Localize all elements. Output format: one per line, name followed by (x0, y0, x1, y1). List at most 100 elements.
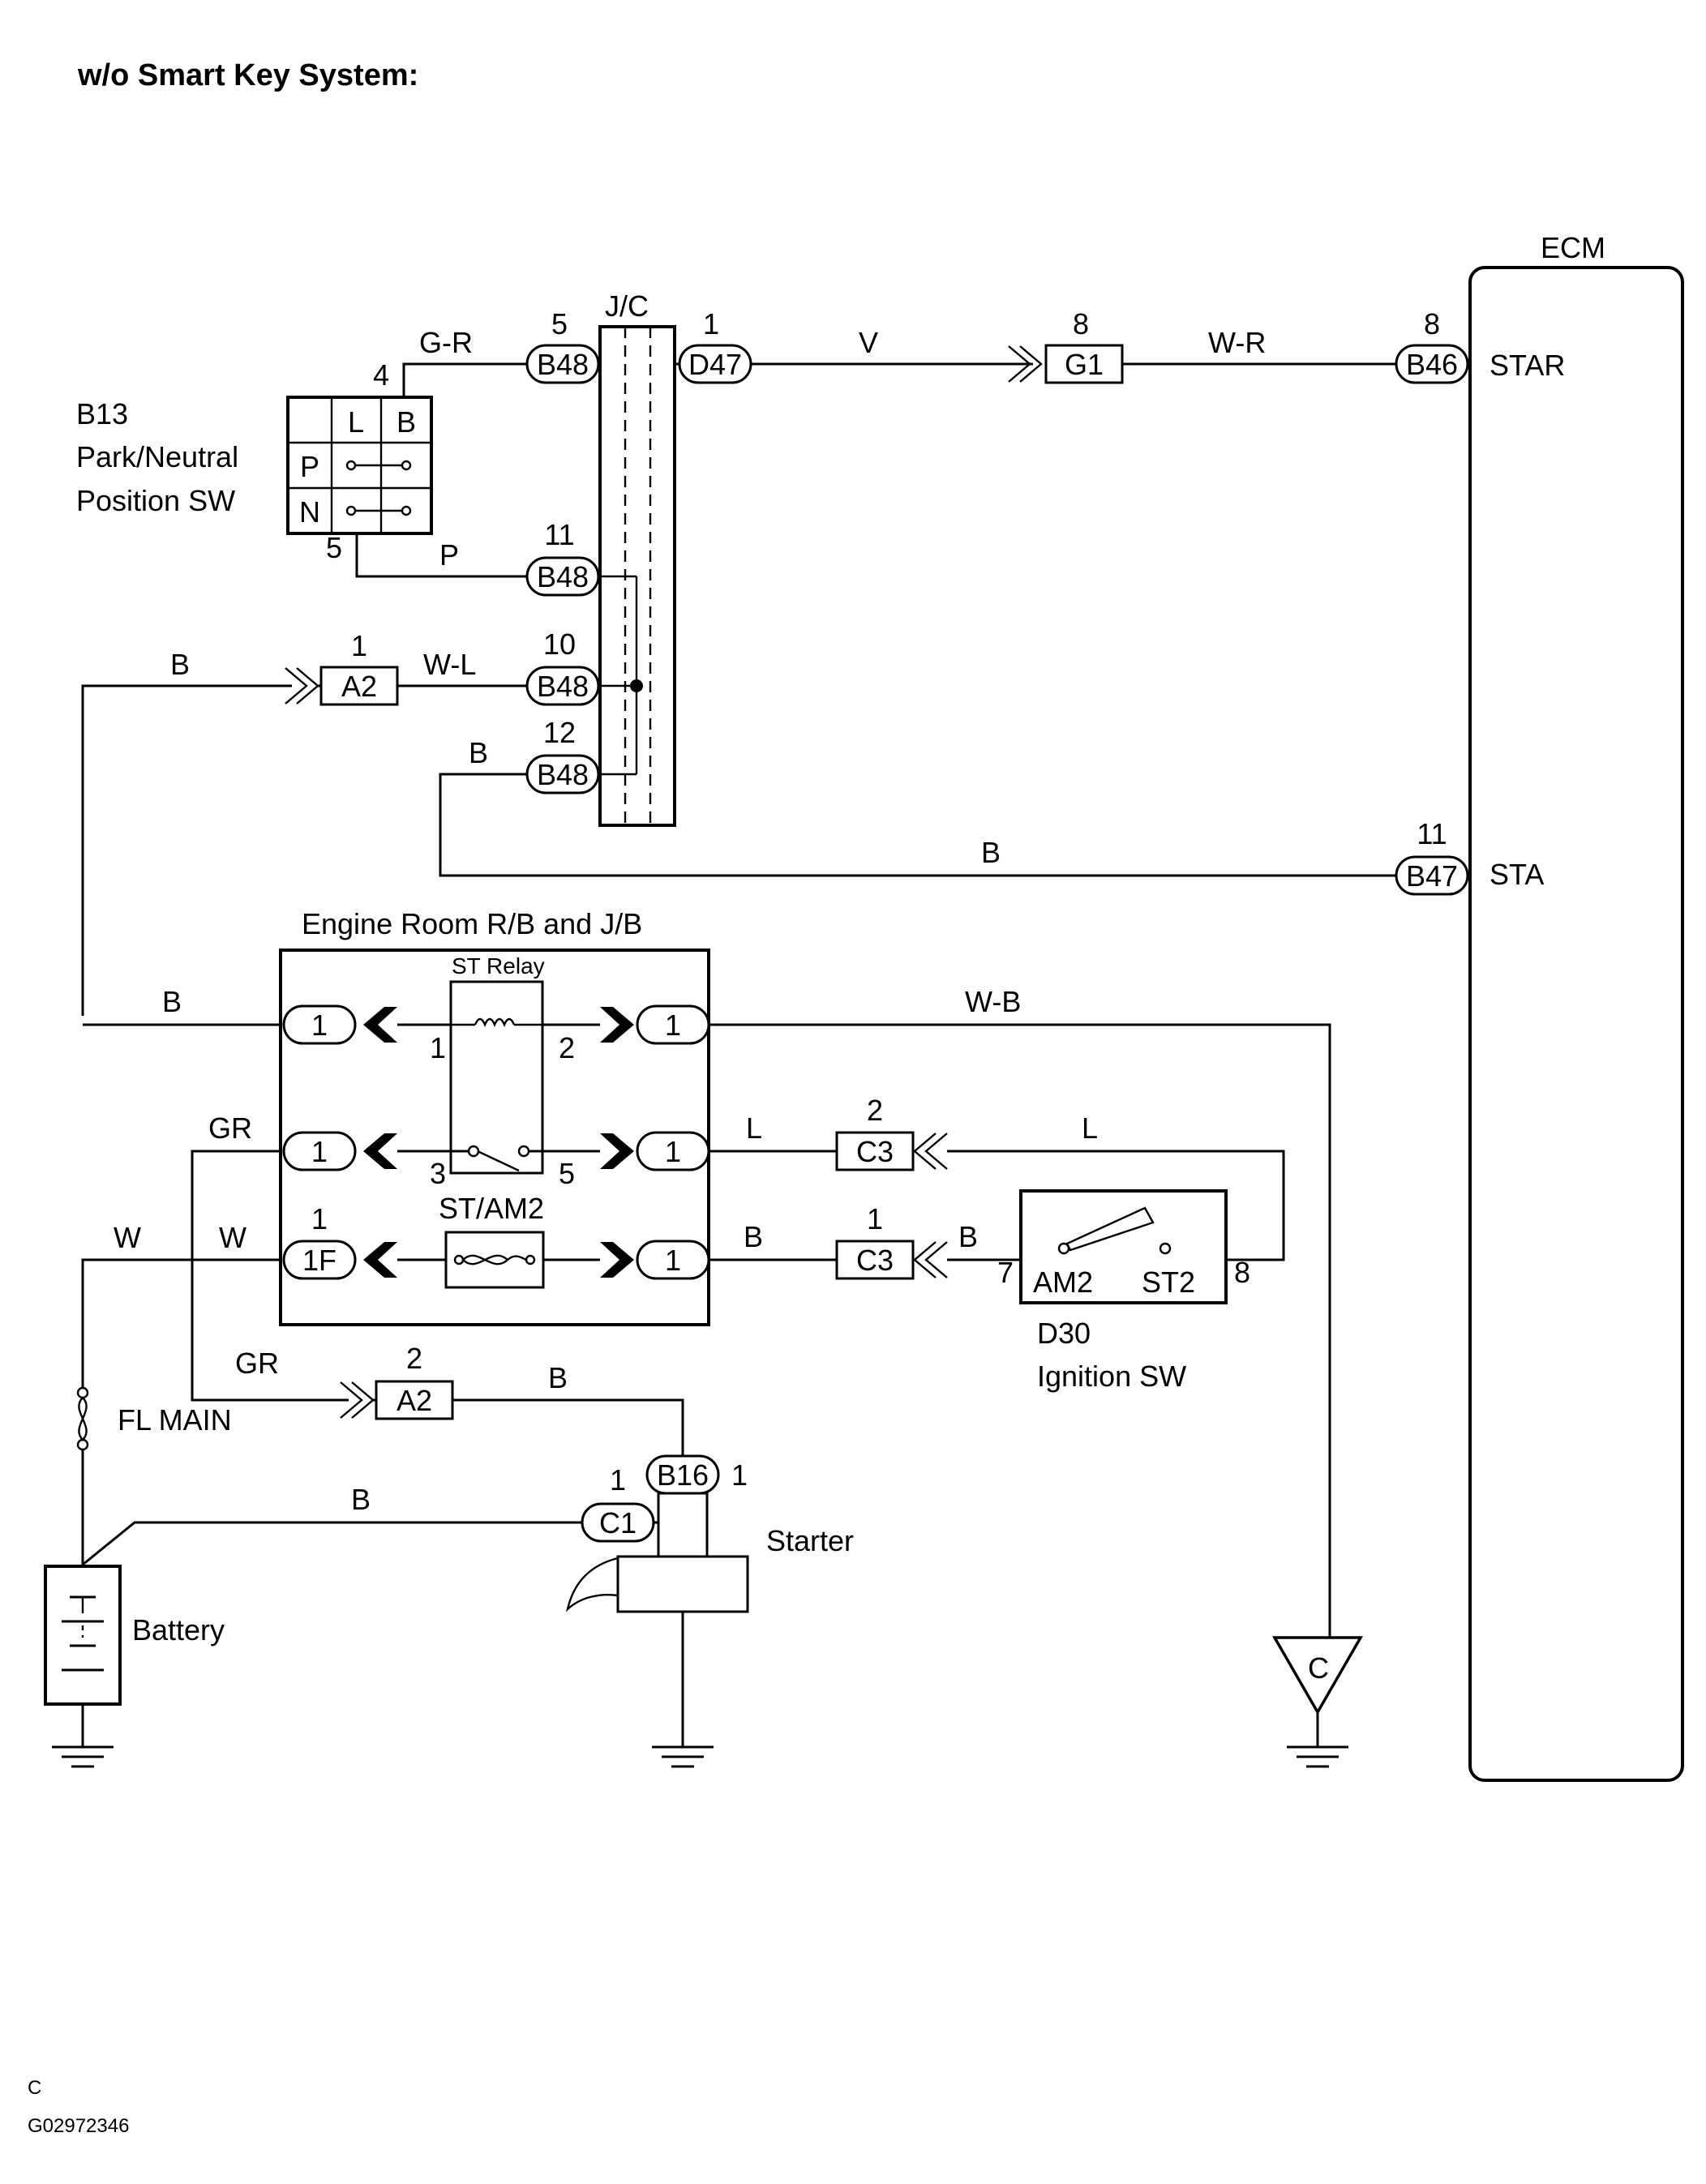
ecm-terminal-star: STAR (1490, 349, 1565, 382)
st-am2-fuse-box (444, 1231, 545, 1289)
wire-color-b-sta: B (981, 836, 1001, 869)
starter-pinion-icon (565, 1557, 619, 1612)
connector-b48-pin11-number: 11 (544, 518, 574, 551)
connector-b47-code: B47 (1406, 859, 1458, 893)
relay-pin-1: 1 (430, 1031, 446, 1064)
ecm-box (1468, 266, 1684, 1782)
connector-b16-code: B16 (657, 1458, 709, 1492)
starter-pin-left: 1 (610, 1463, 626, 1497)
connector-a2-pin1-number: 1 (351, 629, 367, 662)
diagram-title: w/o Smart Key System: (77, 58, 418, 92)
erb-arrow-3-left (363, 1242, 397, 1278)
starter-ground-icon (652, 1745, 714, 1768)
wire-color-b-c3: B (744, 1220, 763, 1253)
wire-color-w-b: W-B (965, 985, 1021, 1018)
ignition-pin-7: 7 (997, 1256, 1014, 1289)
erb-connector-2-right-code: 1 (665, 1135, 681, 1168)
ignition-switch-icon (1065, 1206, 1155, 1252)
battery-label: Battery (132, 1613, 225, 1647)
fl-main-label: FL MAIN (118, 1403, 232, 1437)
pnsw-pin-4: 4 (373, 358, 389, 392)
pnsw-pin-5: 5 (326, 531, 342, 564)
pnsw-id: B13 (76, 397, 128, 430)
fuse-label: ST/AM2 (439, 1192, 544, 1225)
junction-dot (630, 679, 643, 692)
pnsw-col-b: B (396, 405, 416, 439)
connector-a2-pin1 (319, 666, 399, 706)
connector-b48-pin10-number: 10 (543, 627, 576, 661)
erb-arrow-2-right (600, 1133, 634, 1169)
connector-b48-pin5-code: B48 (537, 348, 589, 381)
connector-d47 (678, 344, 752, 384)
starter-solenoid (657, 1492, 709, 1560)
connector-a2-pin2-code: A2 (396, 1384, 432, 1417)
erb-connector-2-left-code: 1 (311, 1135, 328, 1168)
connector-c3-pin2-number: 2 (867, 1094, 883, 1127)
connector-a2-pin2-number: 2 (406, 1342, 422, 1375)
wire-color-gr-erb: GR (208, 1111, 252, 1145)
connector-c3-pin1 (835, 1240, 915, 1280)
connector-c3-pin2 (835, 1131, 915, 1171)
wire-color-w-fuse: W (219, 1221, 246, 1254)
erb-connector-2-left (282, 1131, 357, 1171)
wire-color-w-l: W-L (423, 648, 476, 681)
connector-g1-pin: 8 (1073, 307, 1089, 340)
connector-b48-pin11 (525, 556, 600, 597)
ecm-label: ECM (1541, 231, 1605, 264)
wire-color-l-c3: L (746, 1111, 762, 1145)
connector-c1-code: C1 (599, 1506, 637, 1540)
connector-a2-pin1-code: A2 (341, 670, 377, 703)
pnsw-name-1: Park/Neutral (76, 440, 238, 473)
relay-coil-icon (474, 1017, 516, 1028)
erb-connector-1-left (282, 1004, 357, 1045)
fuse-icon (462, 1254, 527, 1265)
st-relay-box (449, 980, 544, 1175)
wire-color-b-a2: B (170, 648, 190, 681)
wire-color-b-a2b: B (548, 1361, 568, 1394)
wire-color-w-r: W-R (1208, 326, 1266, 359)
connector-b48-pin12-number: 12 (543, 716, 576, 749)
connector-d47-pin: 1 (703, 307, 719, 340)
connector-g1 (1044, 344, 1124, 384)
connector-b48-pin5-number: 5 (551, 307, 568, 340)
ignition-id: D30 (1037, 1317, 1091, 1350)
erb-connector-1-right-code: 1 (665, 1008, 681, 1042)
connector-b46-pin: 8 (1424, 307, 1440, 340)
connector-b48-pin5 (525, 344, 600, 384)
ignition-am2: AM2 (1033, 1265, 1093, 1299)
relay-pin-5: 5 (559, 1157, 575, 1190)
connector-b47-pin: 11 (1417, 817, 1447, 850)
pnsw-name-2: Position SW (76, 484, 235, 517)
wire-color-v: V (859, 326, 878, 359)
pnsw-row-n: N (299, 495, 320, 529)
erb-arrow-1-left (363, 1007, 397, 1043)
ground-point-c (1271, 1636, 1364, 1715)
ignition-name: Ignition SW (1037, 1360, 1186, 1393)
wire-color-gr-a2: GR (235, 1347, 279, 1380)
connector-c3-pin1-code: C3 (856, 1244, 894, 1277)
connector-b48-pin10-code: B48 (537, 670, 589, 703)
connector-d47-code: D47 (688, 348, 742, 381)
relay-pin-3: 3 (430, 1157, 446, 1190)
ecm-ground-icon (1287, 1745, 1348, 1768)
erb-arrow-3-right (600, 1242, 634, 1278)
erb-connector-3-right-code: 1 (665, 1244, 681, 1277)
relay-pin-2: 2 (559, 1031, 575, 1064)
wire-color-b-erb: B (162, 985, 182, 1018)
erb-connector-1-left-code: 1 (311, 1008, 328, 1042)
footer-figure-code: G02972346 (28, 2115, 129, 2137)
wire-color-w-left: W (114, 1221, 141, 1254)
connector-b46 (1395, 344, 1469, 384)
battery-ground-icon (52, 1745, 114, 1768)
ignition-switch-box (1019, 1189, 1228, 1304)
connector-b48-pin10 (525, 666, 600, 706)
connector-b46-code: B46 (1406, 348, 1458, 381)
wire-color-g-r: G-R (419, 326, 473, 359)
wire-color-l-ign: L (1082, 1111, 1098, 1145)
wire-color-b-12: B (469, 736, 488, 769)
ignition-st2: ST2 (1142, 1265, 1195, 1299)
fuse-pin-1: 1 (311, 1202, 328, 1235)
starter-label: Starter (766, 1524, 854, 1557)
connector-g1-code: G1 (1065, 348, 1104, 381)
